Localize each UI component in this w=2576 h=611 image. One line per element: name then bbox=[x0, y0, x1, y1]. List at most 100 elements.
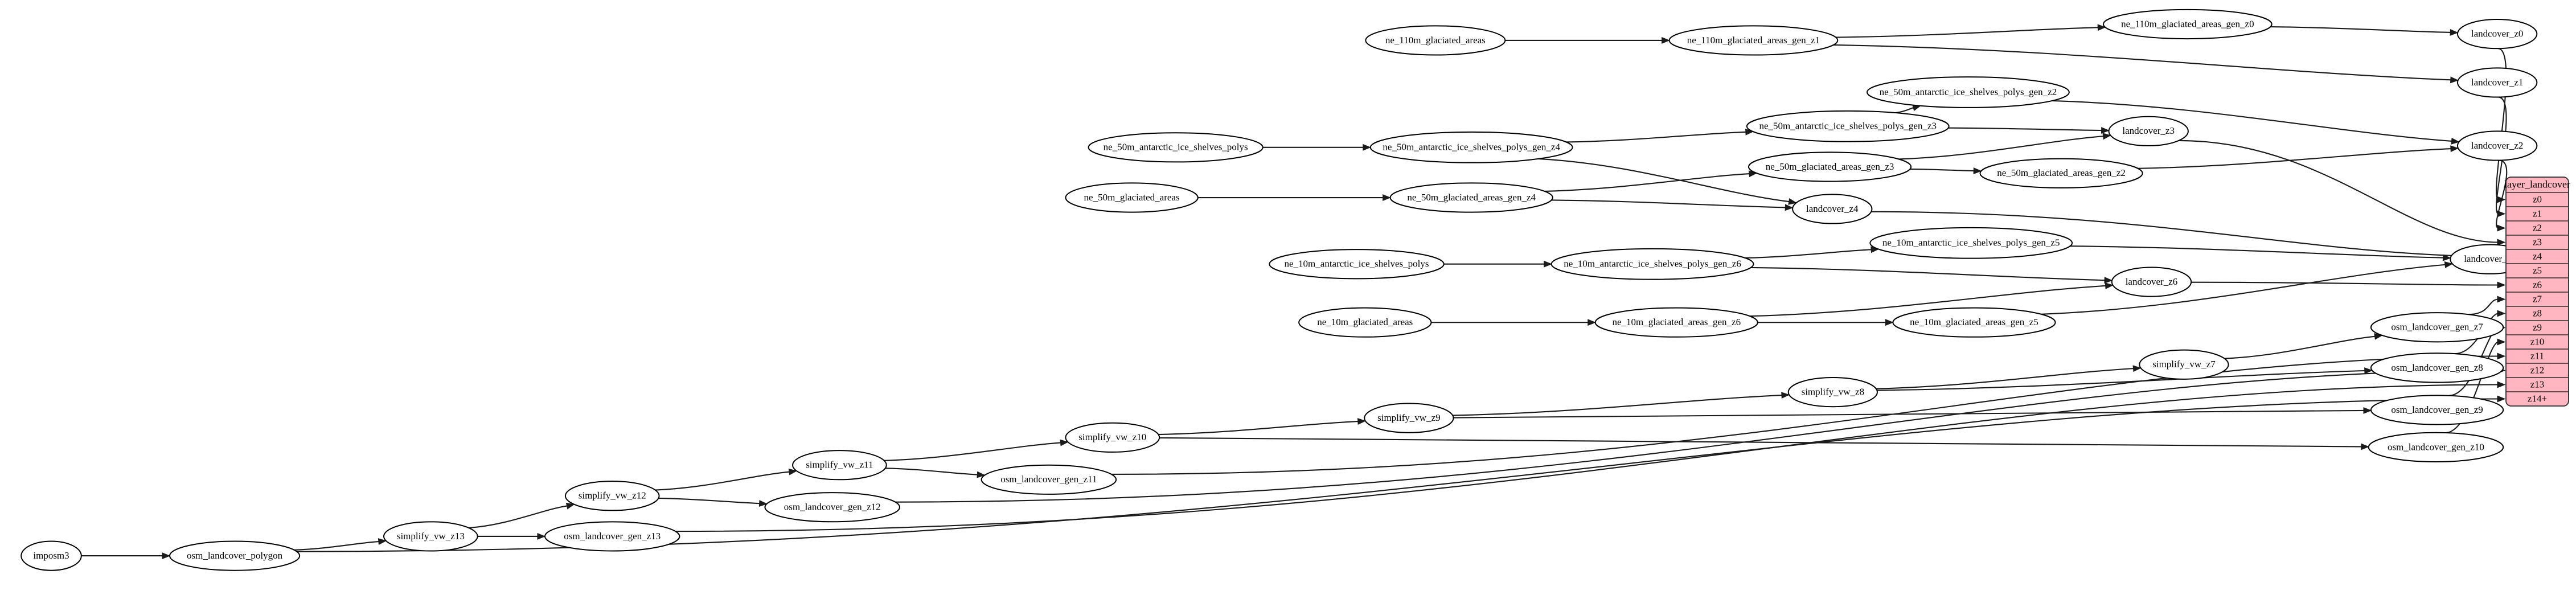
graph-node[interactable]: osm_landcover_gen_z11 bbox=[981, 464, 1117, 495]
node-ellipse-ne_10m_glaciated_areas_gen_z5[interactable] bbox=[1892, 307, 2056, 338]
record-row-z14plus[interactable]: z14+ bbox=[2528, 393, 2547, 404]
node-ellipse-ne_50m_antarctic_ice_shelves_polys_gen_z2[interactable] bbox=[1867, 76, 2070, 108]
record-row-z13[interactable]: z13 bbox=[2530, 379, 2545, 389]
graph-node[interactable]: simplify_vw_z9 bbox=[1364, 403, 1454, 433]
node-ellipse-landcover_z6[interactable] bbox=[2111, 266, 2192, 297]
graph-node[interactable]: ne_110m_glaciated_areas_gen_z0 bbox=[2103, 9, 2273, 40]
graph-node[interactable]: landcover_z0 bbox=[2456, 18, 2538, 50]
graph-node[interactable]: simplify_vw_z12 bbox=[564, 481, 660, 511]
graph-node[interactable]: osm_landcover_polygon bbox=[169, 540, 301, 571]
node-ellipse-ne_110m_glaciated_areas_gen_z1[interactable] bbox=[1668, 25, 1839, 56]
record-row-z2[interactable]: z2 bbox=[2533, 222, 2542, 233]
graph-node[interactable]: ne_50m_glaciated_areas_gen_z3 bbox=[1748, 151, 1912, 182]
graph-node[interactable]: landcover_z1 bbox=[2456, 67, 2538, 98]
graph-edge bbox=[2270, 26, 2451, 34]
node-ellipse-simplify_vw_z9[interactable] bbox=[1364, 403, 1454, 433]
graph-node[interactable]: osm_landcover_gen_z13 bbox=[544, 521, 680, 552]
graph-node[interactable]: simplify_vw_z7 bbox=[2139, 349, 2229, 380]
record-row-z11[interactable]: z11 bbox=[2530, 350, 2544, 361]
graph-node[interactable]: osm_landcover_gen_z9 bbox=[2370, 395, 2504, 425]
record-row-z12[interactable]: z12 bbox=[2530, 364, 2545, 375]
graph-edge bbox=[1538, 158, 1790, 203]
node-ellipse-landcover_z2[interactable] bbox=[2456, 130, 2538, 161]
record-row-z9[interactable]: z9 bbox=[2533, 322, 2542, 333]
record-row-z5[interactable]: z5 bbox=[2533, 265, 2542, 276]
node-ellipse-simplify_vw_z8[interactable] bbox=[1787, 377, 1878, 408]
graph-node[interactable]: landcover_z3 bbox=[2108, 116, 2189, 146]
graph-edge bbox=[1898, 136, 2104, 160]
node-ellipse-osm_landcover_gen_z10[interactable] bbox=[2368, 432, 2504, 462]
record-row-z10[interactable]: z10 bbox=[2530, 336, 2545, 347]
record-row-z6[interactable]: z6 bbox=[2533, 279, 2542, 290]
node-ellipse-landcover_z4[interactable] bbox=[1792, 194, 1873, 224]
graph-node[interactable]: ne_10m_antarctic_ice_shelves_polys_gen_z… bbox=[1869, 227, 2073, 259]
record-row-z4[interactable]: z4 bbox=[2533, 251, 2542, 261]
node-ellipse-landcover_z3[interactable] bbox=[2108, 116, 2189, 146]
node-ellipse-osm_landcover_gen_z13[interactable] bbox=[544, 521, 680, 552]
node-ellipse-landcover_z0[interactable] bbox=[2456, 18, 2538, 50]
graph-node[interactable]: osm_landcover_gen_z8 bbox=[2370, 352, 2504, 383]
node-ellipse-simplify_vw_z12[interactable] bbox=[564, 481, 660, 511]
node-ellipse-simplify_vw_z10[interactable] bbox=[1065, 422, 1160, 453]
graph-node[interactable]: ne_10m_glaciated_areas bbox=[1298, 307, 1432, 338]
graph-node[interactable]: simplify_vw_z13 bbox=[383, 521, 478, 552]
node-ellipse-imposm3[interactable] bbox=[20, 540, 82, 571]
graph-node[interactable]: ne_50m_antarctic_ice_shelves_polys_gen_z… bbox=[1369, 131, 1573, 163]
graph-node[interactable]: ne_110m_glaciated_areas_gen_z1 bbox=[1668, 25, 1839, 56]
graph-node[interactable]: imposm3 bbox=[20, 540, 82, 571]
record-row-z7[interactable]: z7 bbox=[2533, 293, 2542, 304]
graph-node[interactable]: ne_50m_antarctic_ice_shelves_polys bbox=[1088, 132, 1264, 163]
node-ellipse-landcover_z1[interactable] bbox=[2456, 67, 2538, 98]
node-ellipse-ne_50m_antarctic_ice_shelves_polys[interactable] bbox=[1088, 132, 1264, 163]
record-row-z3[interactable]: z3 bbox=[2533, 236, 2542, 247]
record-row-z8[interactable]: z8 bbox=[2533, 307, 2542, 318]
node-ellipse-ne_110m_glaciated_areas_gen_z0[interactable] bbox=[2103, 9, 2273, 40]
graph-node[interactable]: ne_10m_antarctic_ice_shelves_polys_gen_z… bbox=[1550, 248, 1754, 280]
graph-node[interactable]: osm_landcover_gen_z10 bbox=[2368, 432, 2504, 462]
node-ellipse-ne_50m_glaciated_areas[interactable] bbox=[1065, 182, 1199, 213]
node-ellipse-ne_10m_antarctic_ice_shelves_polys[interactable] bbox=[1269, 249, 1445, 280]
graph-node[interactable]: ne_50m_glaciated_areas bbox=[1065, 182, 1199, 213]
node-ellipse-ne_10m_glaciated_areas_gen_z6[interactable] bbox=[1594, 307, 1758, 338]
graph-node[interactable]: simplify_vw_z11 bbox=[792, 450, 887, 481]
node-ellipse-osm_landcover_polygon[interactable] bbox=[169, 540, 301, 571]
node-ellipse-osm_landcover_gen_z9[interactable] bbox=[2370, 395, 2504, 425]
graph-node[interactable]: ne_10m_glaciated_areas_gen_z6 bbox=[1594, 307, 1758, 338]
node-ellipse-simplify_vw_z7[interactable] bbox=[2139, 349, 2229, 380]
graph-node[interactable]: ne_50m_antarctic_ice_shelves_polys_gen_z… bbox=[1746, 110, 1950, 142]
edge-arrowhead bbox=[2450, 145, 2459, 153]
graph-node[interactable]: landcover_z2 bbox=[2456, 130, 2538, 161]
graph-node[interactable]: landcover_z4 bbox=[1792, 194, 1873, 224]
node-ellipse-ne_50m_antarctic_ice_shelves_polys_gen_z3[interactable] bbox=[1746, 110, 1950, 142]
graph-node[interactable]: ne_50m_glaciated_areas_gen_z2 bbox=[1979, 158, 2143, 188]
node-label-ne_50m_antarctic_ice_shelves_polys_gen_z2: ne_50m_antarctic_ice_shelves_polys_gen_z… bbox=[1880, 87, 2057, 97]
node-ellipse-osm_landcover_gen_z11[interactable] bbox=[981, 464, 1117, 495]
node-ellipse-osm_landcover_gen_z12[interactable] bbox=[764, 492, 900, 523]
node-ellipse-ne_50m_glaciated_areas_gen_z4[interactable] bbox=[1389, 182, 1553, 213]
node-ellipse-simplify_vw_z13[interactable] bbox=[383, 521, 478, 552]
record-row-z0[interactable]: z0 bbox=[2533, 194, 2542, 204]
graph-node[interactable]: landcover_z6 bbox=[2111, 266, 2192, 297]
node-ellipse-osm_landcover_gen_z8[interactable] bbox=[2370, 352, 2504, 383]
graph-node[interactable]: simplify_vw_z10 bbox=[1065, 422, 1160, 453]
node-ellipse-ne_110m_glaciated_areas[interactable] bbox=[1365, 25, 1506, 56]
graph-node[interactable]: osm_landcover_gen_z7 bbox=[2370, 312, 2504, 343]
graph-node[interactable]: simplify_vw_z8 bbox=[1787, 377, 1878, 408]
graph-edge bbox=[1835, 27, 2099, 38]
graph-node[interactable]: ne_10m_antarctic_ice_shelves_polys bbox=[1269, 249, 1445, 280]
graph-node[interactable]: ne_50m_antarctic_ice_shelves_polys_gen_z… bbox=[1867, 76, 2070, 108]
edge-arrowhead bbox=[2497, 352, 2506, 360]
graph-node[interactable]: ne_110m_glaciated_areas bbox=[1365, 25, 1506, 56]
node-ellipse-ne_50m_glaciated_areas_gen_z2[interactable] bbox=[1979, 158, 2143, 188]
node-ellipse-ne_10m_glaciated_areas[interactable] bbox=[1298, 307, 1432, 338]
record-row-z1[interactable]: z1 bbox=[2533, 208, 2542, 219]
node-ellipse-ne_50m_glaciated_areas_gen_z3[interactable] bbox=[1748, 151, 1912, 182]
node-ellipse-simplify_vw_z11[interactable] bbox=[792, 450, 887, 481]
graph-node[interactable]: ne_50m_glaciated_areas_gen_z4 bbox=[1389, 182, 1553, 213]
node-ellipse-ne_10m_antarctic_ice_shelves_polys_gen_z6[interactable] bbox=[1550, 248, 1754, 280]
graph-node[interactable]: ne_10m_glaciated_areas_gen_z5 bbox=[1892, 307, 2056, 338]
node-ellipse-ne_10m_antarctic_ice_shelves_polys_gen_z5[interactable] bbox=[1869, 227, 2073, 259]
node-ellipse-osm_landcover_gen_z7[interactable] bbox=[2370, 312, 2504, 343]
graph-node[interactable]: osm_landcover_gen_z12 bbox=[764, 492, 900, 523]
node-ellipse-ne_50m_antarctic_ice_shelves_polys_gen_z4[interactable] bbox=[1369, 131, 1573, 163]
